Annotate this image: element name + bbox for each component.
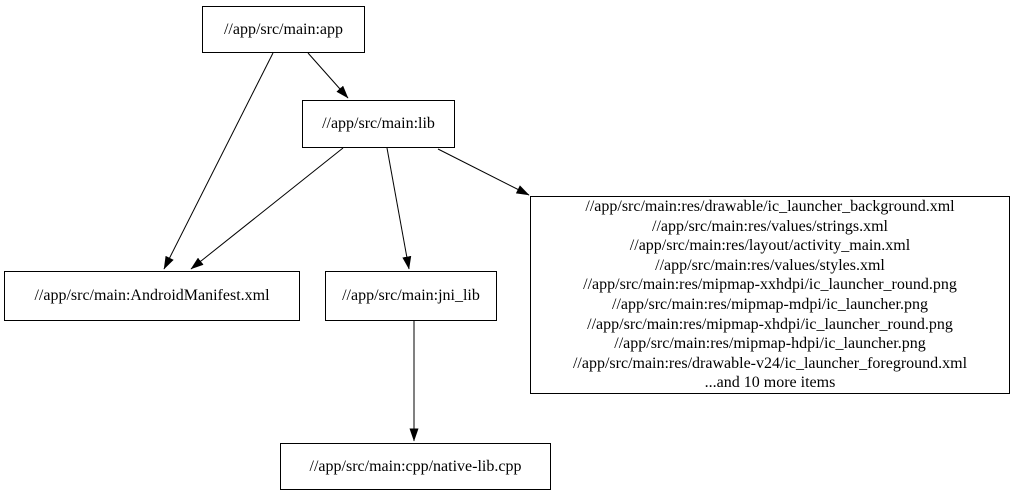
node-lib-label: //app/src/main:lib: [322, 115, 435, 132]
node-native-lib-cpp-label: //app/src/main:cpp/native-lib.cpp: [309, 457, 522, 475]
node-jni-lib-label: //app/src/main:jni_lib: [342, 287, 480, 304]
resource-item: //app/src/main:res/layout/activity_main.…: [629, 237, 911, 255]
node-lib: //app/src/main:lib: [302, 100, 455, 148]
node-jni-lib: //app/src/main:jni_lib: [325, 271, 497, 321]
node-app: //app/src/main:app: [202, 6, 365, 53]
edge-app-to-lib: [307, 52, 349, 99]
resource-item: //app/src/main:res/values/styles.xml: [655, 256, 885, 274]
node-android-manifest: //app/src/main:AndroidManifest.xml: [4, 271, 300, 321]
resource-item: //app/src/main:res/mipmap-xhdpi/ic_launc…: [587, 315, 953, 333]
edge-app-to-manifest: [163, 52, 274, 270]
resource-item: //app/src/main:res/values/strings.xml: [652, 217, 888, 235]
resource-item: //app/src/main:res/mipmap-mdpi/ic_launch…: [612, 296, 928, 313]
node-app-label: //app/src/main:app: [223, 20, 344, 38]
edge-lib-to-resources: [437, 148, 530, 196]
edge-lib-to-manifest: [190, 147, 344, 270]
node-android-manifest-label: //app/src/main:AndroidManifest.xml: [34, 287, 270, 304]
node-native-lib-cpp: //app/src/main:cpp/native-lib.cpp: [280, 443, 551, 490]
resource-item: //app/src/main:res/mipmap-xxhdpi/ic_laun…: [583, 276, 957, 294]
edge-lib-to-jni: [386, 147, 412, 270]
resource-item: //app/src/main:res/mipmap-hdpi/ic_launch…: [614, 335, 926, 353]
resource-item: //app/src/main:res/drawable/ic_launcher_…: [585, 198, 955, 216]
resources-more-items-label: ...and 10 more items: [704, 374, 836, 392]
node-resources-group: //app/src/main:res/drawable/ic_launcher_…: [530, 196, 1010, 394]
resource-item: //app/src/main:res/drawable-v24/ic_launc…: [572, 354, 968, 372]
